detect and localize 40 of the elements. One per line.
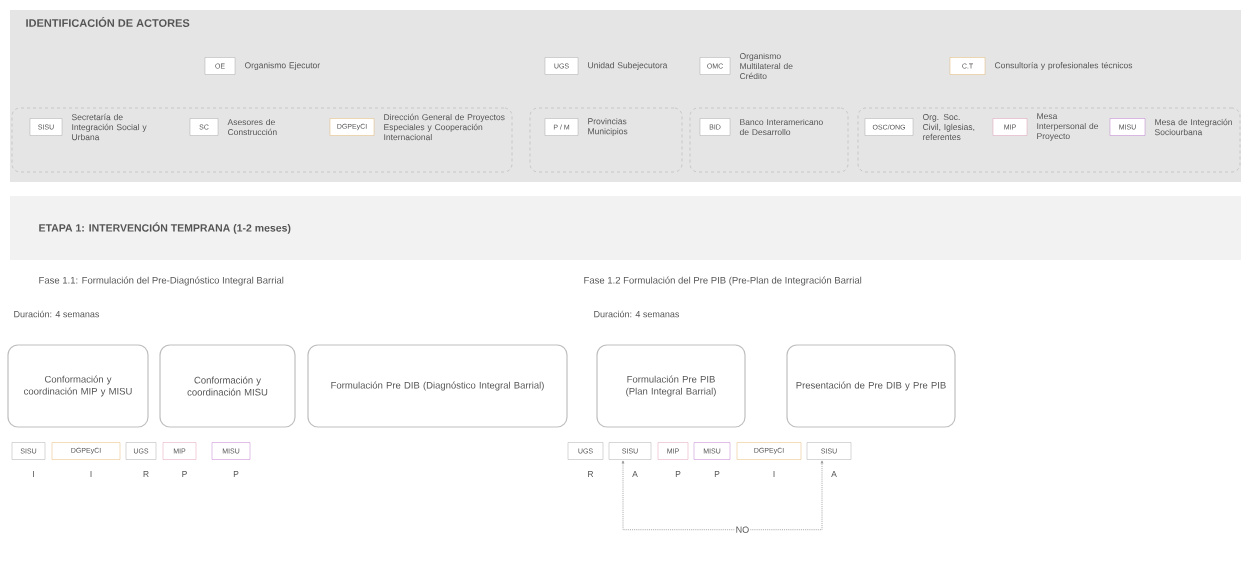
duration-text: Duración: 4 semanas bbox=[594, 310, 680, 318]
role-letter: P bbox=[182, 471, 187, 477]
group-frame bbox=[857, 107, 1241, 173]
role-letter: P bbox=[714, 471, 720, 477]
phase-heading: Fase 1.1: Formulación del Pre-Diagnóstico Integral Barrial bbox=[39, 276, 284, 286]
duration-text: Duración: 4 semanas bbox=[14, 310, 100, 318]
group-frame bbox=[689, 107, 849, 173]
actor-description: Asesores de Construcción bbox=[227, 118, 277, 136]
role-letter: I bbox=[33, 471, 34, 477]
role-letter: A bbox=[831, 471, 837, 477]
actor-description: Unidad Subejecutora bbox=[588, 62, 668, 70]
role-letter: P bbox=[675, 471, 681, 477]
role-letter: A bbox=[632, 471, 638, 477]
actor-description: Org. Soc. Civil, Iglesias, referentes bbox=[922, 114, 975, 140]
actor-description: Banco Interamericano de Desarrollo bbox=[739, 118, 823, 136]
actor-description: Organismo Ejecutor bbox=[244, 62, 320, 70]
actor-description: Provincias Municipios bbox=[588, 118, 628, 136]
role-letter: R bbox=[143, 471, 149, 477]
edge-label: NO bbox=[734, 525, 751, 534]
actor-description: Consultoría y profesionales técnicos bbox=[995, 62, 1133, 70]
activity-box: Formulación Pre PIB (Plan Integral Barrial) bbox=[596, 344, 746, 428]
activity-box: Formulación Pre DIB (Diagnóstico Integral Barrial) bbox=[307, 344, 568, 428]
role-letter: P bbox=[233, 471, 239, 477]
activity-box: Conformación y coordinación MISU bbox=[159, 344, 296, 428]
actor-description: Secretaría de Integración Social y Urbana bbox=[71, 113, 147, 141]
group-frame bbox=[529, 107, 683, 173]
actor-description: Organismo Multilateral de Crédito bbox=[739, 52, 793, 80]
stage-heading: ETAPA 1: INTERVENCIÓN TEMPRANA (1-2 meses) bbox=[39, 222, 291, 234]
phase-heading: Fase 1.2 Formulación del Pre PIB (Pre-Plan de Integración Barrial bbox=[584, 276, 862, 286]
group-frame bbox=[11, 107, 513, 173]
activity-box: Conformación y coordinación MIP y MISU bbox=[7, 344, 149, 428]
actor-description: Mesa Interpersonal de Proyecto bbox=[1037, 113, 1099, 141]
role-letter: I bbox=[773, 471, 775, 477]
actor-description: Mesa de Integración Sociourbana bbox=[1154, 118, 1232, 136]
activity-box: Presentación de Pre DIB y Pre PIB bbox=[786, 344, 956, 428]
actor-description: Dirección General de Proyectos Especiales y Cooperación Internacional bbox=[384, 113, 505, 141]
section-title: IDENTIFICACIÓN DE ACTORES bbox=[26, 17, 190, 27]
role-letter: I bbox=[90, 471, 92, 477]
role-letter: R bbox=[588, 471, 594, 477]
arrow bbox=[621, 460, 824, 531]
